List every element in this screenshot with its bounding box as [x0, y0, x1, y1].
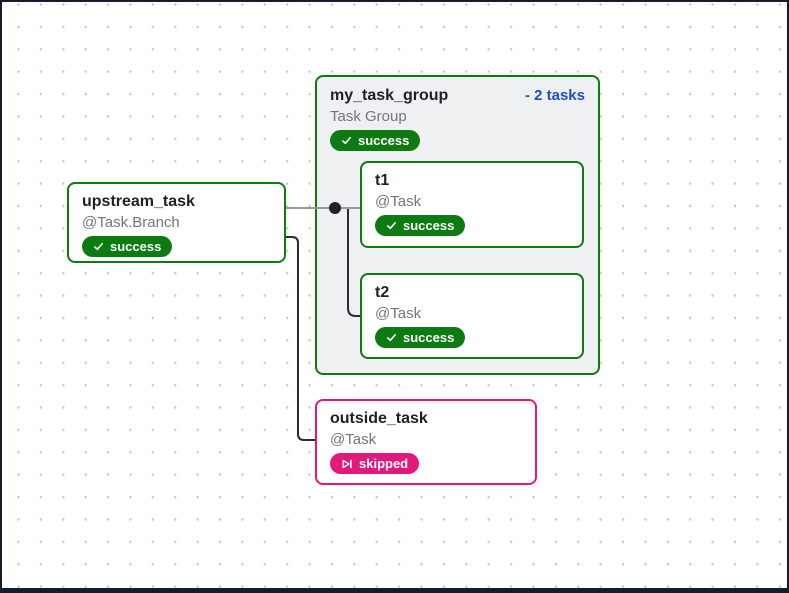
- node-outside-task[interactable]: outside_task @Task skipped: [315, 399, 537, 485]
- check-icon: [93, 241, 104, 252]
- edge-upstream-to-outside-task: [286, 236, 316, 441]
- node-title: outside_task: [330, 410, 428, 427]
- check-icon: [341, 135, 352, 146]
- node-t1[interactable]: t1 @Task success: [360, 161, 584, 248]
- status-badge-success: success: [375, 327, 466, 348]
- skip-icon: [341, 458, 353, 470]
- task-group-status-badge: success: [330, 130, 421, 151]
- node-upstream-task[interactable]: upstream_task @Task.Branch success: [67, 182, 286, 263]
- status-badge-label: success: [403, 330, 455, 345]
- status-badge-skipped: skipped: [330, 453, 420, 474]
- node-type-label: @Task: [330, 431, 377, 448]
- edge-junction-dot: [329, 202, 341, 214]
- status-badge-label: success: [358, 133, 410, 148]
- node-t2[interactable]: t2 @Task success: [360, 273, 584, 359]
- task-group-header: my_task_group - 2 tasks: [330, 85, 585, 107]
- node-type-label: @Task: [375, 193, 422, 210]
- node-title: t1: [375, 172, 390, 189]
- node-title: t2: [375, 284, 390, 301]
- node-title: upstream_task: [82, 193, 195, 210]
- task-group-title: my_task_group: [330, 87, 449, 104]
- edge-junction-to-t2: [347, 209, 361, 317]
- check-icon: [386, 220, 397, 231]
- collapse-tasks-link[interactable]: - 2 tasks: [524, 87, 585, 104]
- status-badge-label: skipped: [359, 456, 409, 471]
- status-badge-success: success: [82, 236, 173, 257]
- node-type-label: @Task.Branch: [82, 214, 180, 231]
- node-type-label: @Task: [375, 305, 422, 322]
- status-badge-success: success: [375, 215, 466, 236]
- status-badge-label: success: [110, 239, 162, 254]
- check-icon: [386, 332, 397, 343]
- task-group-type-label: Task Group: [330, 108, 407, 125]
- status-badge-label: success: [403, 218, 455, 233]
